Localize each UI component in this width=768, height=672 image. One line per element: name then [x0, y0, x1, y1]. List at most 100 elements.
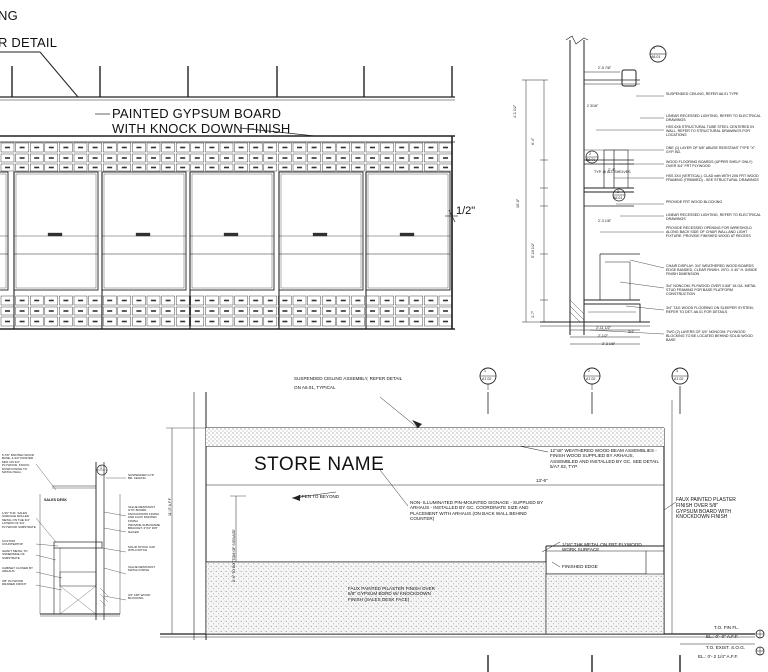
drawer-pull: [5, 157, 10, 159]
drawer-pull: [282, 299, 288, 302]
level-2-elevation: EL.: 0'- 2 1/4" A.F.F.: [698, 654, 739, 659]
section-dim-d: 2 3/16": [587, 104, 599, 108]
drawer-pull: [413, 157, 419, 159]
drawer: [409, 316, 424, 327]
drawer-pull: [121, 320, 127, 323]
drawer-pull: [194, 310, 200, 312]
drawer: [438, 142, 453, 153]
drawer: [59, 153, 73, 163]
tag2-number: 2: [589, 152, 591, 156]
drawer-pull: [92, 157, 98, 159]
drawer: [59, 295, 73, 306]
cabinet-bay: [278, 171, 364, 291]
drawer: [59, 142, 73, 153]
plywood-surface-note: 1/16" THK METAL ON FRT PLYWOOD WORK SURF…: [562, 542, 642, 553]
section-dim-b: 5'-10 1/2": [531, 242, 535, 258]
drawer-pull: [253, 310, 259, 312]
drawer-pull: [326, 320, 332, 323]
drawer: [234, 306, 248, 316]
drawer: [29, 153, 44, 163]
drawer-pull: [78, 299, 83, 302]
drawer-pull: [413, 146, 419, 149]
section-note: ONE (1) LAYER OF 5/8" ABUSE RESISTANT TY…: [666, 146, 756, 155]
section-dim-j: 2'-3 1/8": [602, 342, 616, 346]
drawer-pull: [34, 157, 40, 159]
drawer-pull: [311, 157, 317, 159]
drawer-pull: [92, 320, 98, 323]
drawer: [15, 306, 29, 316]
drawer-pull: [370, 310, 375, 312]
drawer: [44, 153, 59, 163]
drawer-pull: [121, 146, 127, 149]
section-note: HSS 6X6 STRUCTURAL TUBE STEEL CENTERED I…: [666, 125, 754, 138]
drawer: [219, 142, 234, 153]
desk-note-right: VALUE RESISTANT MATCH FINISH: [128, 565, 156, 573]
drawer: [365, 316, 380, 327]
grid-tag-1-sheet: A7.02: [482, 377, 492, 381]
drawer: [146, 295, 161, 306]
drawer: [190, 153, 205, 163]
drawer-pull: [311, 299, 317, 302]
drawer: [88, 163, 102, 172]
drawer-pull: [165, 166, 171, 169]
drawer: [15, 316, 29, 327]
drawer-pull: [194, 299, 200, 302]
drawer: [409, 142, 424, 153]
cabinet-pull: [223, 232, 239, 237]
drawer-pull: [340, 166, 346, 169]
drawer: [424, 306, 438, 316]
sales-desk-tag: 1: [100, 466, 102, 470]
drawer: [175, 163, 190, 172]
drawer-pull: [136, 310, 142, 312]
drawer-pull: [5, 310, 10, 312]
drawer-pull: [5, 146, 10, 149]
drawer-pull: [34, 310, 40, 312]
cabinet-pull: [47, 232, 63, 237]
tag3-sheet: A6.01: [613, 196, 623, 200]
drawer: [394, 295, 409, 306]
desk-note-left: 3/8" PLYWOOD DRAWER FRONT: [2, 579, 27, 587]
finished-edge-note: FINISHED EDGE: [562, 564, 598, 569]
drawer: [132, 163, 146, 172]
drawer: [336, 153, 351, 163]
desk-note-right: VALUE RESISTANT GYP. BOARD KNOCKDOWN FIN…: [128, 505, 159, 523]
drawer: [263, 163, 278, 172]
drawer-pull: [121, 299, 127, 302]
drawer-pull: [63, 166, 69, 169]
drawer: [380, 163, 394, 172]
drawer: [29, 142, 44, 153]
desk-note-right: PROVIDE SUB-FRAME BRACKET, 2"X4" FRT NAI…: [128, 523, 161, 534]
drawer-pull: [267, 146, 273, 149]
drawer-pull: [19, 299, 25, 302]
drawer: [219, 163, 234, 172]
vertical-dim-signage: 8'-6" TO BOTTOM OF SIGNAGE: [232, 529, 236, 582]
drawer-pull: [428, 299, 434, 302]
drawer: [292, 306, 307, 316]
cabinet-pull: [399, 232, 415, 237]
drawer-pull: [121, 310, 127, 312]
desk-note-left: CUSTOM COUNTERTOP: [2, 539, 23, 547]
drawer-pull: [151, 320, 156, 323]
drawer-pull: [209, 166, 215, 169]
drawer-pull: [267, 166, 273, 169]
drawer-pull: [399, 299, 405, 302]
drawer-pull: [48, 299, 54, 302]
drawer-pull: [180, 146, 186, 149]
drawer-pull: [282, 310, 288, 312]
drawer: [307, 306, 321, 316]
drawer: [161, 306, 175, 316]
drawer-pull: [282, 320, 288, 323]
drawer: [117, 295, 132, 306]
drawer-pull: [238, 146, 244, 149]
drawer: [292, 295, 307, 306]
drawer: [424, 295, 438, 306]
section-dim-overall: 10'-0": [516, 198, 520, 208]
drawer: [205, 316, 219, 327]
drawer: [394, 153, 409, 163]
section-note: PROVIDE RECESSED OPENING FOR WIRESHOLD A…: [666, 226, 752, 239]
drawer-pull: [267, 320, 273, 323]
drawer: [102, 316, 117, 327]
drawer-pull: [78, 157, 83, 159]
cabinet-bay: [365, 171, 451, 291]
